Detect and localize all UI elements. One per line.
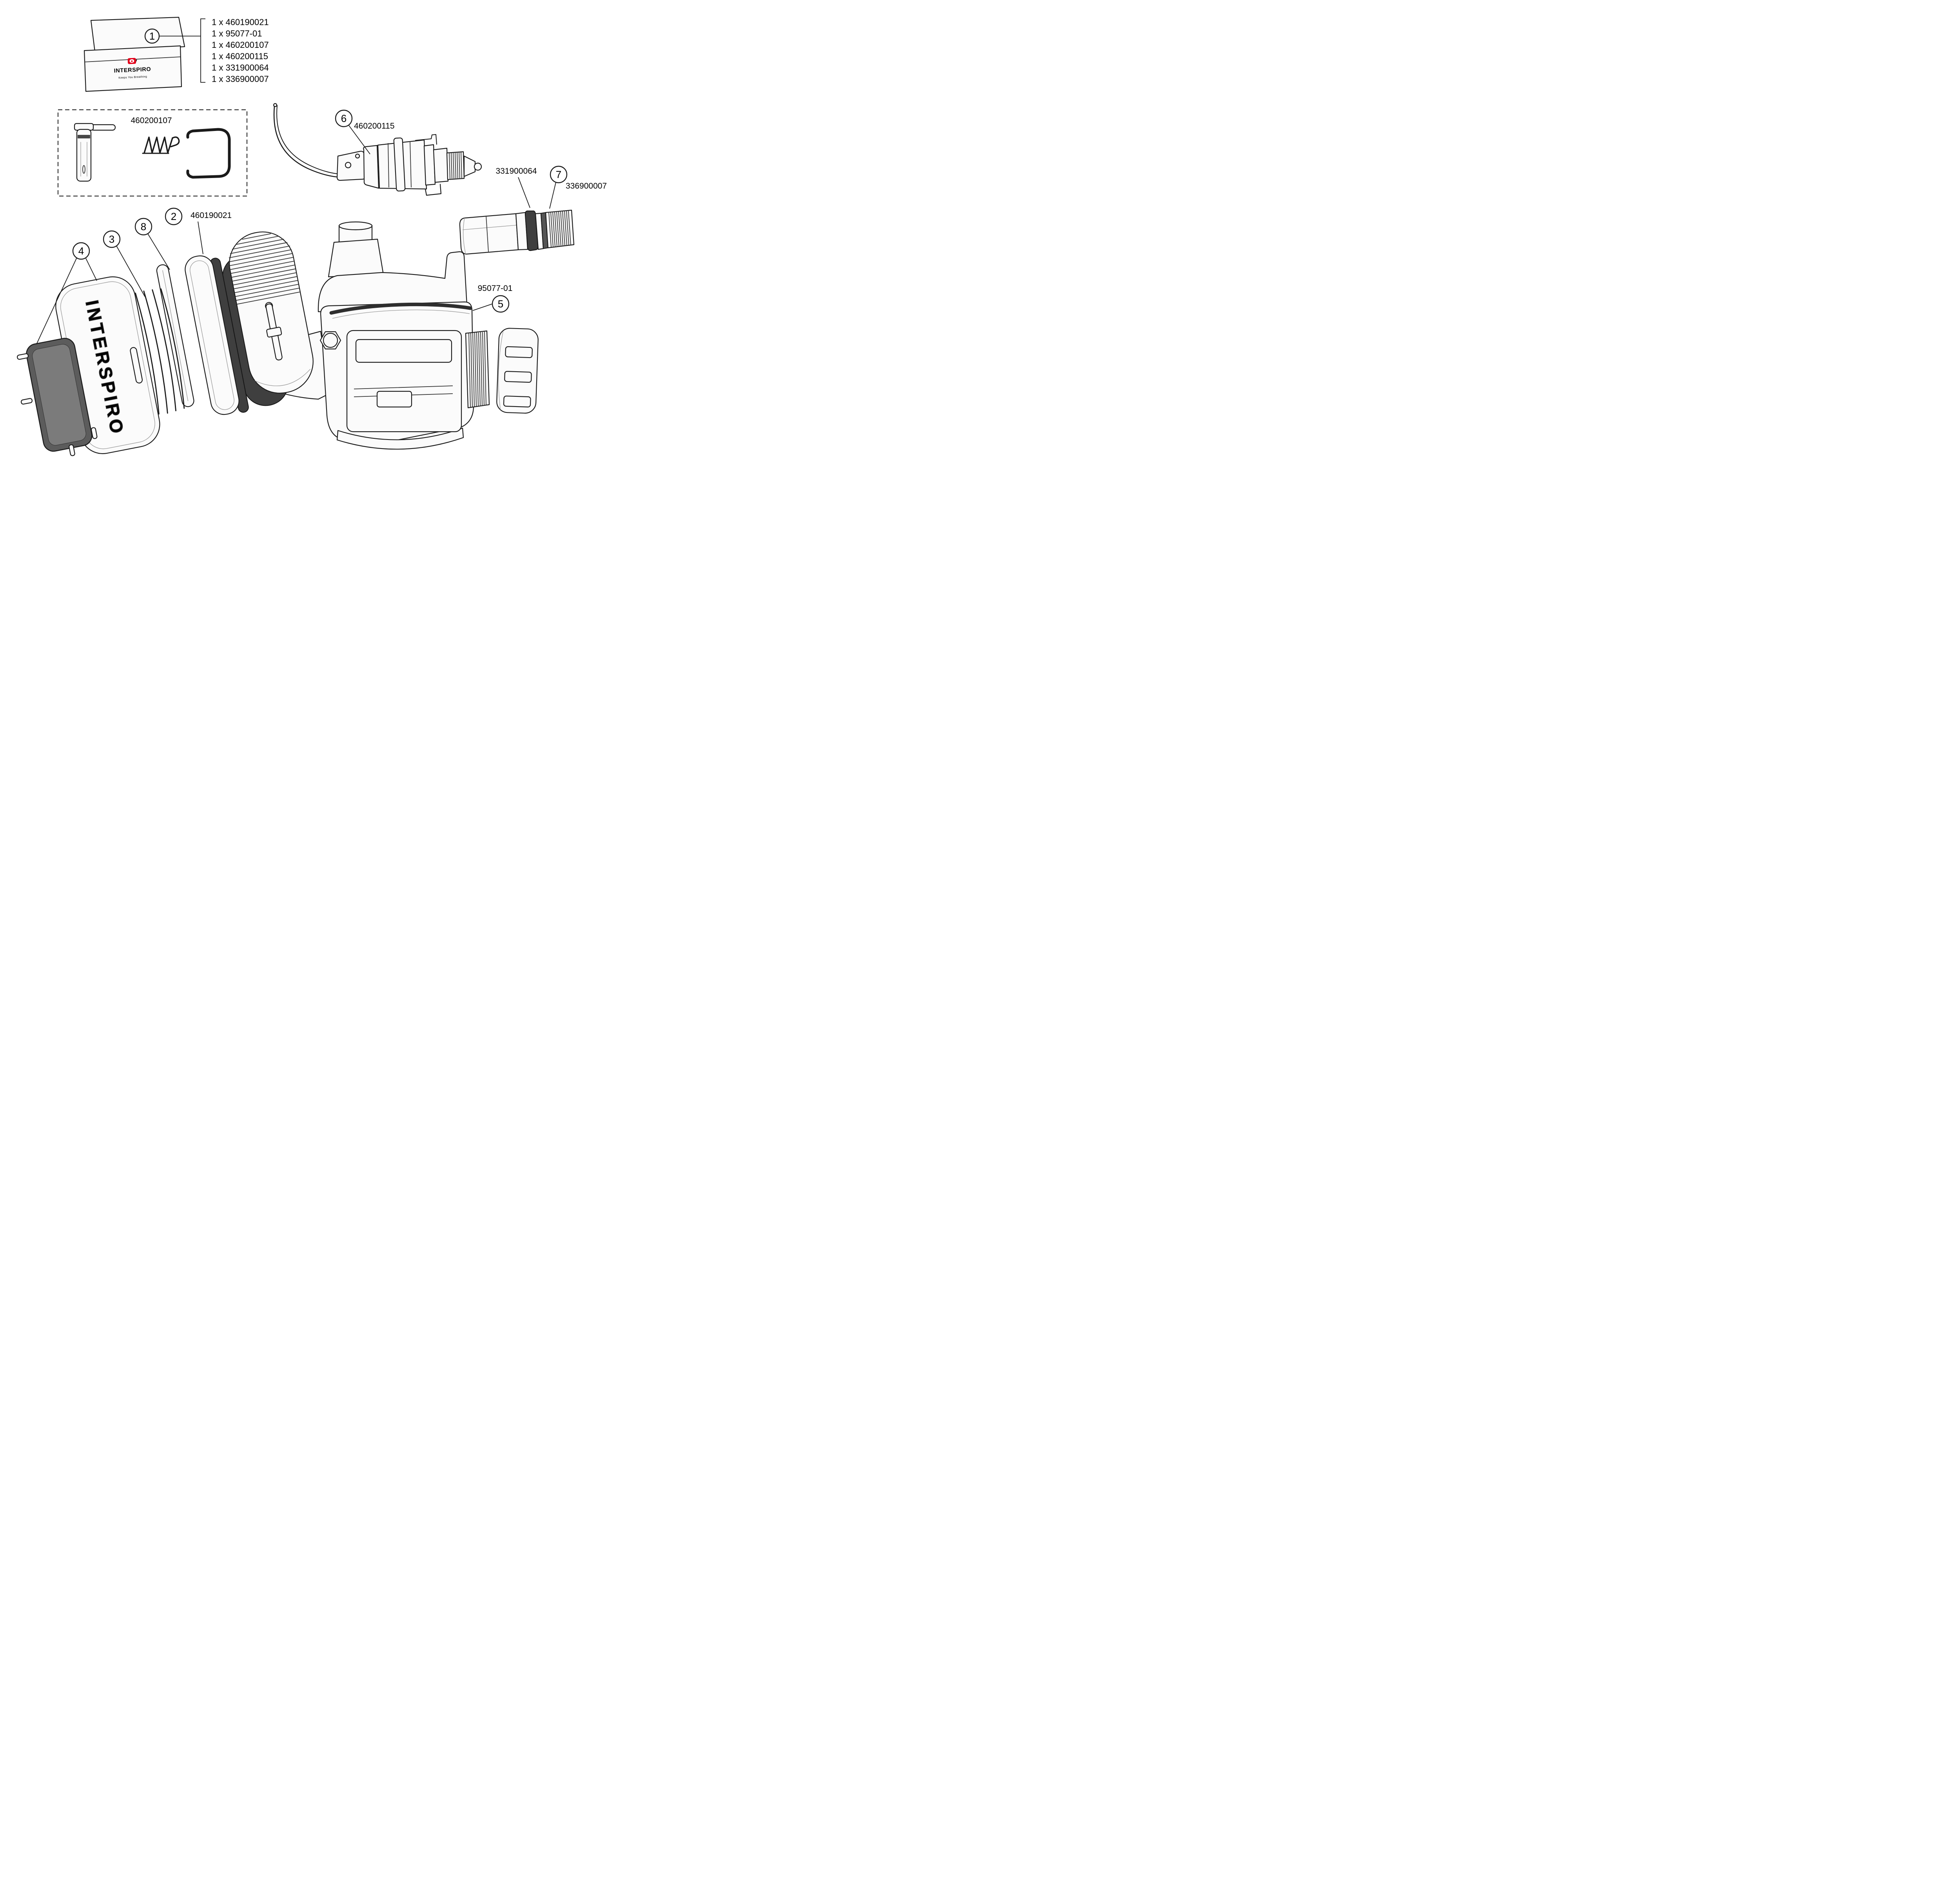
- adapter-body: [459, 213, 519, 255]
- housing-neck: [328, 238, 384, 278]
- base-plate: [17, 338, 98, 456]
- service-kit-box: 460200107: [58, 109, 247, 196]
- callout-1: [144, 28, 160, 44]
- list-bracket: [200, 18, 205, 83]
- housing-top-port-face: [338, 221, 373, 231]
- diaphragm-stack: [126, 231, 314, 416]
- callout-7-leaders: [518, 177, 556, 209]
- diaphragm-ribs: [229, 233, 300, 305]
- valve-nozzle: [463, 155, 476, 177]
- adapter-nipple: [459, 209, 575, 255]
- valve-nozzle-tip: [474, 162, 482, 171]
- valve-lever: [273, 105, 341, 178]
- panel-window: [355, 339, 452, 363]
- callout-8-leader: [147, 233, 170, 270]
- packaging-box: INTERSPIRO Keeps You Breathing: [83, 16, 185, 92]
- box-top-face: [90, 16, 185, 52]
- kit-spring: [142, 136, 180, 154]
- plug-oring: [78, 135, 90, 138]
- seal-strip: [156, 264, 194, 407]
- callout-5: [492, 295, 510, 313]
- kit-part-number: 460200107: [131, 116, 172, 125]
- plate-peg: [17, 353, 29, 360]
- outlet-thread-lines: [468, 331, 486, 407]
- callout-1-number: 1: [149, 30, 155, 42]
- plate-peg: [69, 444, 75, 456]
- housing-skirt: [336, 427, 464, 450]
- oring-groove: [332, 309, 470, 319]
- housing-shoulder: [318, 251, 468, 312]
- diaphragm-bracket: [266, 327, 282, 338]
- valve-top-tab: [415, 134, 437, 145]
- list-item: 1 x 460190021: [212, 17, 269, 27]
- panel-inset: [376, 391, 412, 408]
- plate-peg: [91, 427, 98, 439]
- filter-plate: [185, 255, 240, 415]
- list-item: 1 x 336900007: [212, 74, 269, 84]
- mask-icon-valve: [131, 60, 133, 62]
- valve-part-number: 460200115: [354, 122, 395, 131]
- adapter-thread-part-number: 336900007: [566, 182, 607, 191]
- callout-6: [335, 109, 353, 127]
- callouts-and-labels: 1 2 460190021 3 4 5 95077-01 6 460200115…: [36, 28, 607, 345]
- callout-7: [550, 165, 568, 183]
- callout-8-number: 8: [141, 221, 146, 233]
- box-brand-tagline: Keeps You Breathing: [118, 75, 147, 79]
- body-oring-95077: [329, 302, 472, 315]
- list-item: 1 x 331900064: [212, 63, 269, 73]
- callout-8: [134, 218, 152, 236]
- kit-plug-tool: [74, 123, 116, 182]
- box-brand-name: INTERSPIRO: [114, 66, 151, 74]
- cover-assembly: INTERSPIRO: [17, 276, 160, 456]
- callout-4-leaders: [36, 257, 97, 345]
- adapter-oring-part-number: 331900064: [495, 167, 537, 176]
- callout-5-number: 5: [498, 298, 503, 310]
- kit-wire-clip: [186, 128, 231, 179]
- callout-2-number: 2: [171, 211, 176, 222]
- exploded-parts-diagram: INTERSPIRO INTERSPIRO Keeps You Breathin…: [0, 0, 630, 471]
- diagram-canvas: INTERSPIRO INTERSPIRO Keeps You Breathin…: [17, 16, 607, 456]
- callout-2-leader: [198, 221, 203, 254]
- callout-3: [103, 230, 121, 248]
- plate-part-number: 460190021: [191, 211, 232, 220]
- adapter-oring: [524, 210, 539, 251]
- valve-cup: [363, 145, 379, 189]
- callout-5-leader: [472, 303, 493, 311]
- list-item: 1 x 95077-01: [212, 29, 262, 38]
- ribbed-diaphragm: [229, 231, 314, 394]
- valve-bottom-clip: [425, 183, 442, 196]
- plate-peg: [20, 398, 33, 405]
- callout-3-leader: [116, 245, 145, 297]
- callout-4: [72, 242, 90, 260]
- outlet-cap: [496, 328, 539, 414]
- kit-dashed-border: [58, 109, 247, 196]
- callout-6-leader: [348, 125, 370, 154]
- regulator-housing: [273, 221, 539, 450]
- callout-2: [165, 207, 183, 225]
- list-item: 1 x 460200107: [212, 40, 269, 50]
- valve-bracket: [336, 151, 367, 181]
- callout-3-number: 3: [109, 233, 114, 245]
- bypass-valve-assembly: [273, 103, 482, 196]
- contents-list: 1 x 460190021 1 x 95077-01 1 x 460200107…: [159, 17, 269, 84]
- box-logo: INTERSPIRO Keeps You Breathing: [114, 58, 151, 80]
- callout-7-number: 7: [556, 169, 561, 180]
- callout-6-number: 6: [341, 113, 347, 124]
- box-front-face: [83, 45, 182, 92]
- list-item: 1 x 460200115: [212, 51, 268, 61]
- body-oring-part-number: 95077-01: [478, 284, 513, 293]
- cover-slot: [130, 347, 143, 383]
- hex-nut-bore: [323, 332, 338, 348]
- callout-4-number: 4: [78, 245, 84, 257]
- valve-flange: [393, 137, 406, 192]
